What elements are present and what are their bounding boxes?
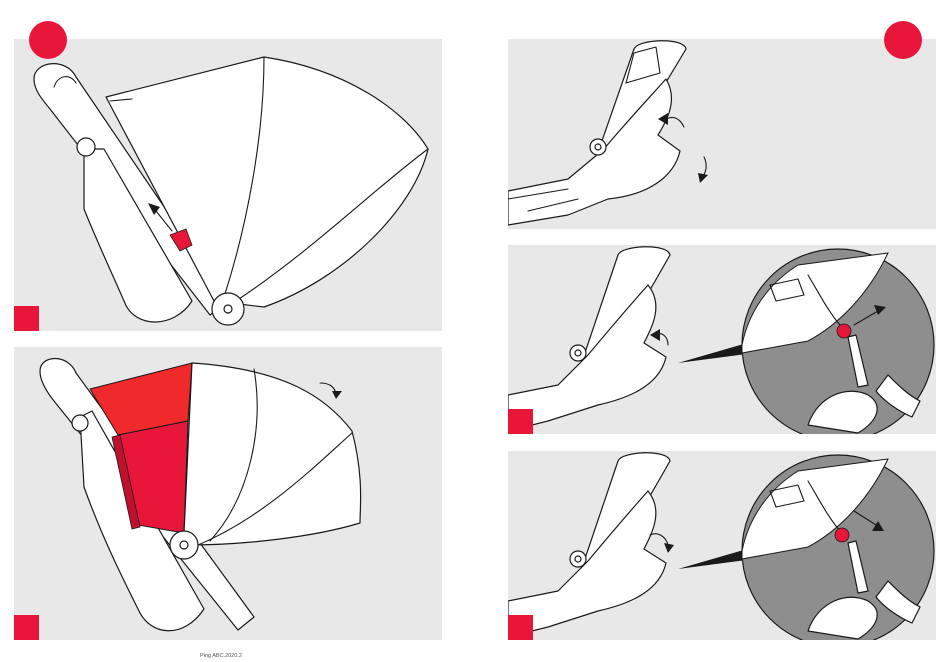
- stroller-seat-rotate-illustration: [508, 39, 936, 229]
- instruction-panel-5: [508, 451, 936, 640]
- step-marker-square: [14, 615, 39, 640]
- left-page: Ping ABC.2020.2: [0, 0, 475, 662]
- step-marker-square: [14, 306, 39, 331]
- stroller-release-clip-illustration: [508, 245, 936, 434]
- footer-text: Ping ABC.2020.2: [200, 653, 242, 659]
- stroller-canopy-extend-illustration: [14, 347, 442, 640]
- right-page: [475, 0, 950, 662]
- stroller-lock-clip-illustration: [508, 451, 936, 640]
- instruction-panel-3: [508, 39, 936, 229]
- step-marker-square: [508, 615, 533, 640]
- stroller-canopy-attach-illustration: [14, 39, 442, 331]
- instruction-panel-2: [14, 347, 442, 640]
- instruction-panel-1: [14, 39, 442, 331]
- step-marker-square: [508, 409, 533, 434]
- instruction-panel-4: [508, 245, 936, 434]
- step-marker-circle: [884, 21, 922, 59]
- step-marker-circle: [29, 21, 67, 59]
